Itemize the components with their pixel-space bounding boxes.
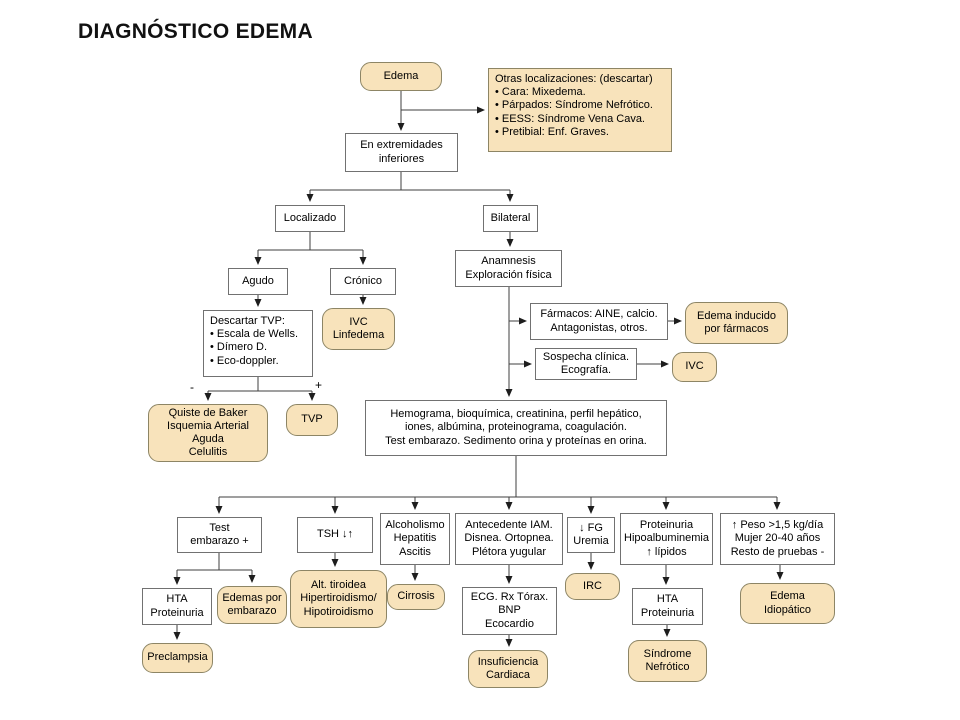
node-tvp: TVP <box>286 404 338 436</box>
node-hemograma: Hemograma, bioquímica, creatinina, perfi… <box>365 400 667 456</box>
page-title: DIAGNÓSTICO EDEMA <box>78 20 313 43</box>
node-alt-tiroidea: Alt. tiroidea Hipertiroidismo/ Hipotiroi… <box>290 570 387 628</box>
node-localizado: Localizado <box>275 205 345 232</box>
node-cirrosis: Cirrosis <box>387 584 445 610</box>
node-sindrome-nefrotico: Síndrome Nefrótico <box>628 640 707 682</box>
node-edema-idiopatico: Edema Idiopático <box>740 583 835 624</box>
edge-label-positive: + <box>315 378 323 392</box>
node-agudo: Agudo <box>228 268 288 295</box>
node-irc: IRC <box>565 573 620 600</box>
node-cronico: Crónico <box>330 268 396 295</box>
node-anamnesis: Anamnesis Exploración física <box>455 250 562 287</box>
node-edemas-embarazo: Edemas por embarazo <box>217 586 287 624</box>
node-extremidades-inferiores: En extremidades inferiores <box>345 133 458 172</box>
edge-descartartvp-trunk <box>208 377 312 392</box>
node-insuficiencia-cardiaca: Insuficiencia Cardiaca <box>468 650 548 688</box>
node-ecg: ECG. Rx Tórax. BNP Ecocardio <box>462 587 557 635</box>
edge-extremidades-trunk <box>310 172 510 191</box>
edge-label-negative: - <box>190 380 194 394</box>
node-alcoholismo: Alcoholismo Hepatitis Ascitis <box>380 513 450 565</box>
node-fg-uremia: ↓ FG Uremia <box>567 517 615 553</box>
node-ivc-linfedema: IVC Linfedema <box>322 308 395 350</box>
node-sospecha-clinica: Sospecha clínica. Ecografía. <box>535 348 637 380</box>
node-otras-localizaciones: Otras localizaciones: (descartar) • Cara… <box>488 68 672 152</box>
edge-localizado-trunk <box>258 232 363 251</box>
node-peso: ↑ Peso >1,5 kg/día Mujer 20-40 años Rest… <box>720 513 835 565</box>
node-bilateral: Bilateral <box>483 205 538 232</box>
node-descartar-tvp: Descartar TVP: • Escala de Wells. • Díme… <box>203 310 313 377</box>
node-preclampsia: Preclampsia <box>142 643 213 673</box>
node-edema: Edema <box>360 62 442 91</box>
edge-testembarazo-trunk <box>177 553 252 571</box>
node-test-embarazo: Test embarazo + <box>177 517 262 553</box>
node-quiste-baker: Quiste de Baker Isquemia Arterial Aguda … <box>148 404 268 462</box>
edge-hemograma-trunk <box>219 456 777 498</box>
node-hta-proteinuria-der: HTA Proteinuria <box>632 588 703 625</box>
node-proteinuria: Proteinuria Hipoalbuminemia ↑ lípidos <box>620 513 713 565</box>
node-tsh: TSH ↓↑ <box>297 517 373 553</box>
node-ivc: IVC <box>672 352 717 382</box>
node-edema-inducido-farmacos: Edema inducido por fármacos <box>685 302 788 344</box>
node-antecedente-iam: Antecedente IAM. Disnea. Ortopnea. Pléto… <box>455 513 563 565</box>
node-farmacos: Fármacos: AINE, calcio. Antagonistas, ot… <box>530 303 668 340</box>
node-hta-proteinuria-izq: HTA Proteinuria <box>142 588 212 625</box>
